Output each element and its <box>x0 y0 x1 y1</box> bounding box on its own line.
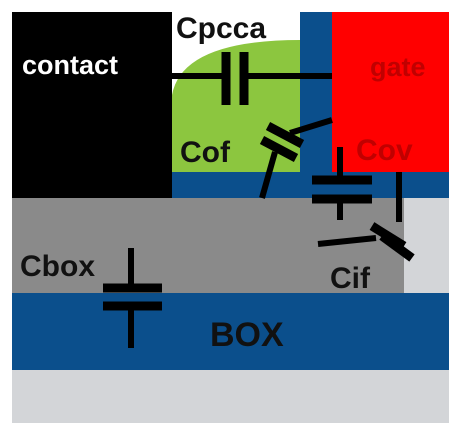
capacitor-symbols <box>103 52 415 348</box>
cof-label: Cof <box>180 136 231 169</box>
cif-lead-bottom <box>317 235 377 247</box>
cof-plate-top <box>259 136 299 162</box>
gate-label: gate <box>370 52 426 82</box>
silicon-region <box>12 198 449 293</box>
substrate-region <box>12 370 449 423</box>
cof-lead-top <box>289 117 333 136</box>
contact-label: contact <box>22 50 118 80</box>
cov-label: Cov <box>356 134 413 167</box>
silicon-light-region <box>404 198 449 293</box>
gate-liner <box>300 12 332 198</box>
box-region <box>12 293 449 370</box>
gate-region <box>332 12 449 172</box>
cif-plate-bottom <box>379 232 415 262</box>
contact-region <box>12 12 172 198</box>
cof-lead-bottom <box>259 151 278 199</box>
cif-label: Cif <box>330 262 371 295</box>
box-label: BOX <box>210 316 284 354</box>
cof-plate-bottom <box>265 122 305 148</box>
cpcca-label: Cpcca <box>176 12 266 45</box>
cbox-label: Cbox <box>20 250 95 283</box>
